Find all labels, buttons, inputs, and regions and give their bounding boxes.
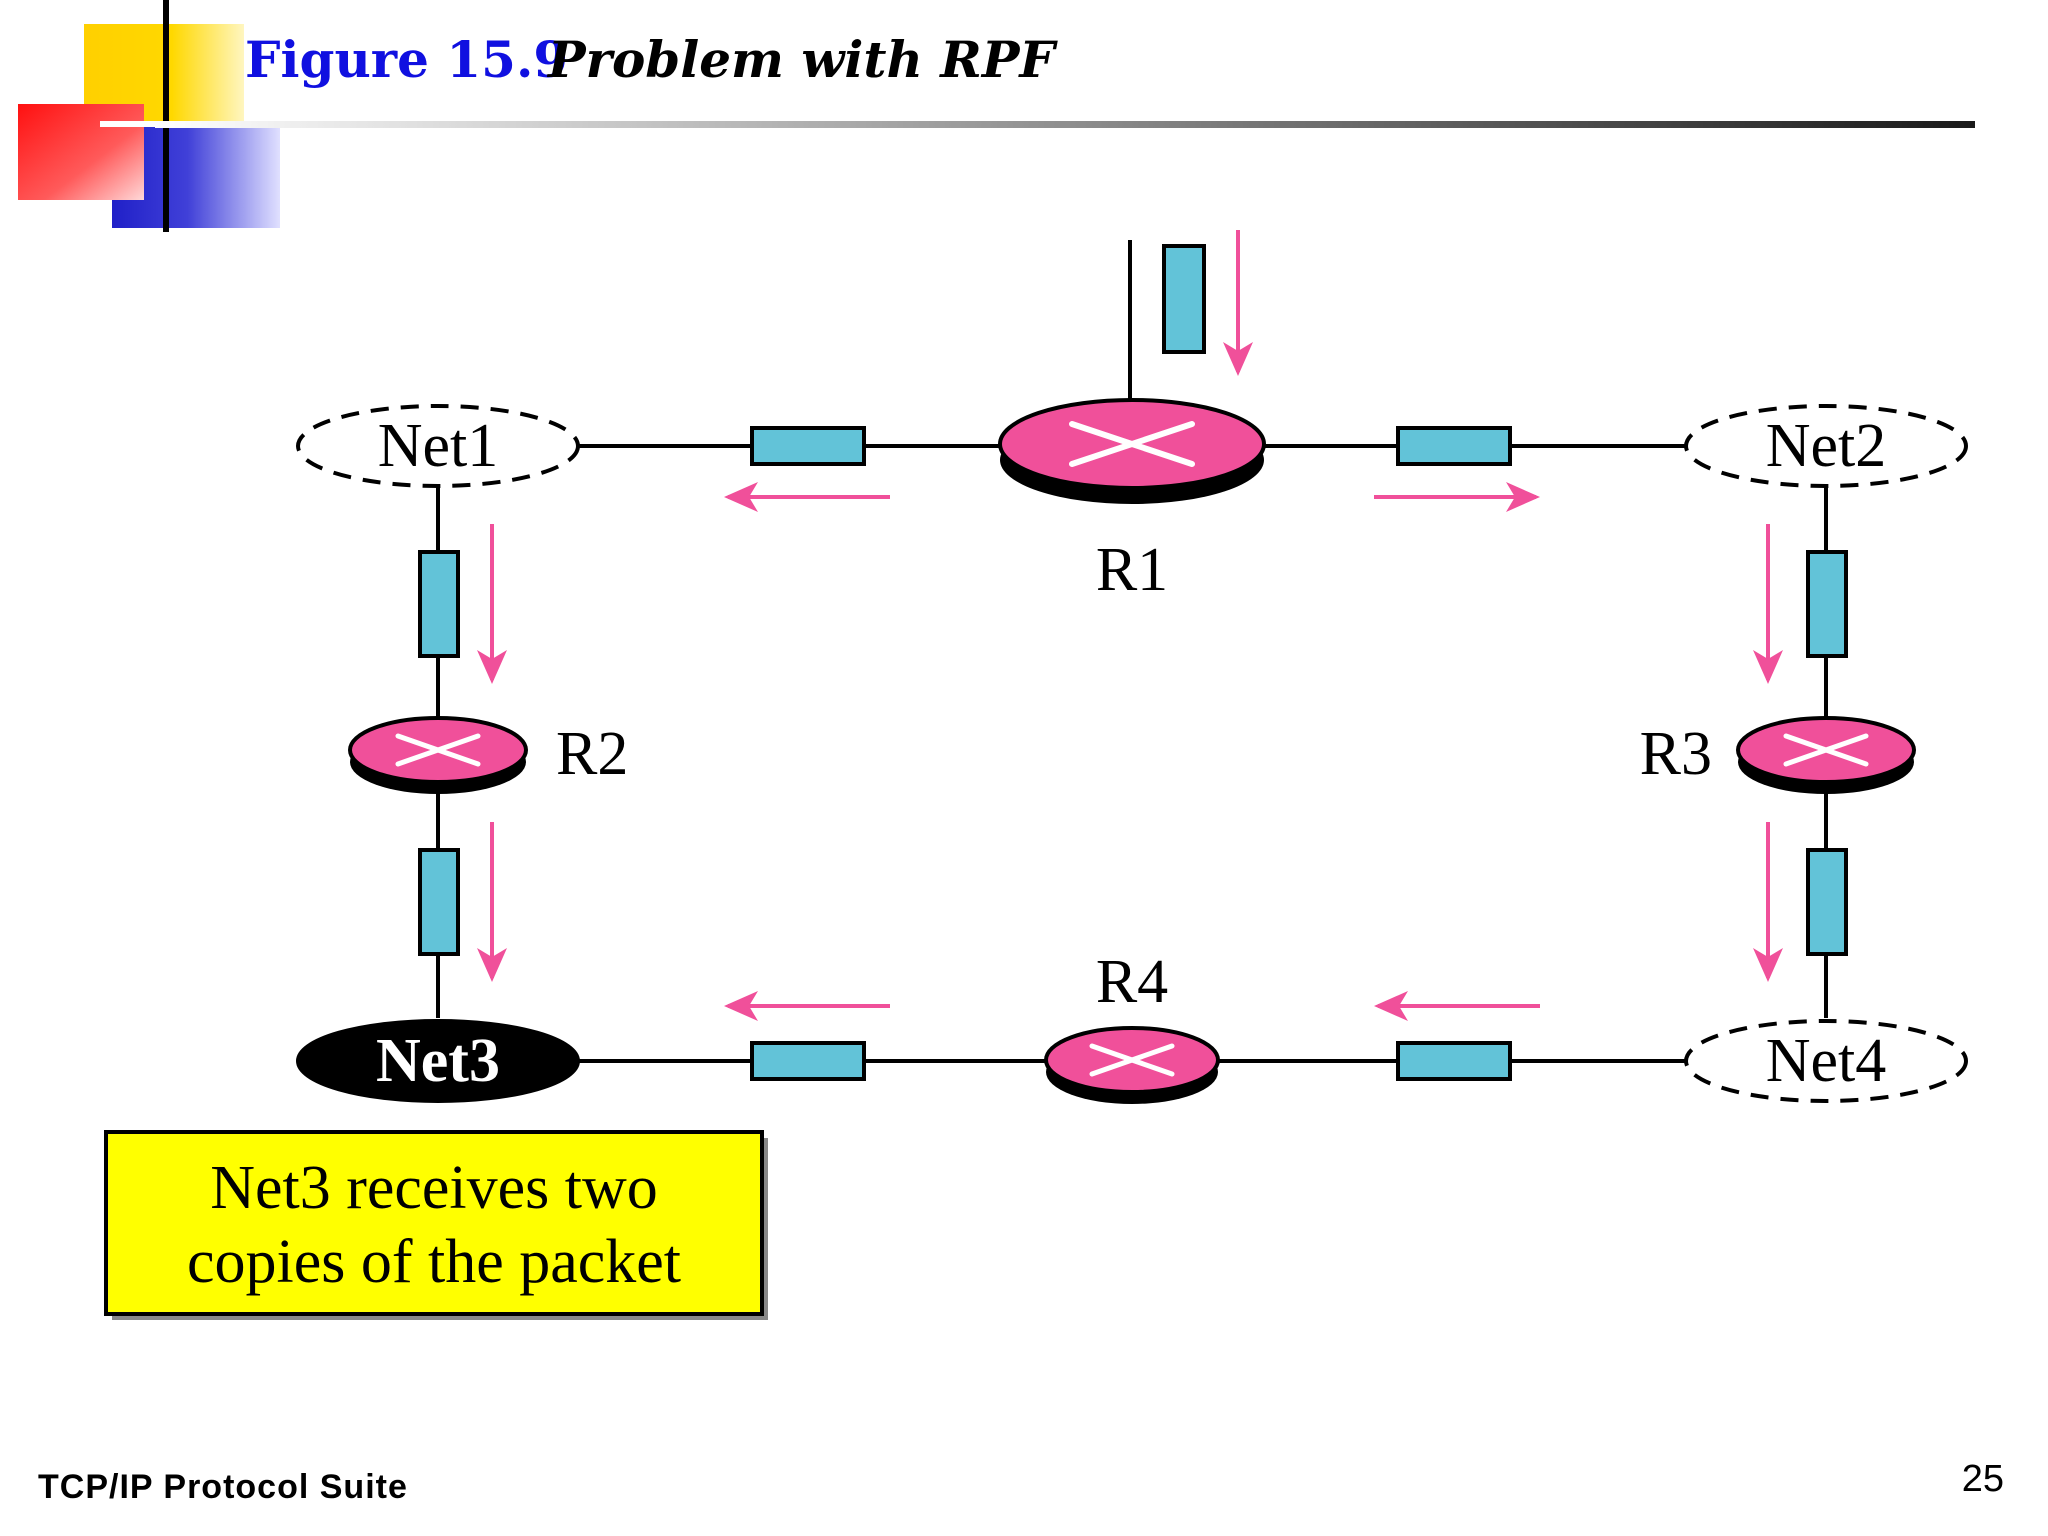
packet-r2-net3 [418, 848, 460, 956]
network-net4: Net4 [1684, 1019, 1968, 1103]
r4-cross-icon [1089, 1043, 1175, 1077]
packet-net2-r3 [1806, 550, 1848, 658]
page-number: 25 [1961, 1458, 2004, 1500]
r1-cross-icon [1069, 421, 1195, 467]
r3-cross-icon [1783, 733, 1869, 767]
router-r3 [1736, 716, 1916, 794]
corner-decoration [18, 0, 280, 232]
figure-title: Problem with RPF [548, 30, 1055, 89]
packet-r1-net2 [1396, 426, 1512, 466]
net4-label: Net4 [1766, 1027, 1887, 1095]
r1-label: R1 [1096, 536, 1168, 604]
footer-course: TCP/IP Protocol Suite [38, 1468, 408, 1506]
network-net3: Net3 [296, 1019, 580, 1103]
figure-number: Figure 15.9 [245, 30, 569, 89]
r2-cross-icon [395, 733, 481, 767]
packet-net3-r4 [750, 1041, 866, 1081]
note-line-1: Net3 receives two [210, 1154, 658, 1222]
packets [418, 244, 1848, 1081]
packet-net1-r1 [750, 426, 866, 466]
net1-label: Net1 [378, 412, 499, 480]
note-box: Net3 receives two copies of the packet [104, 1130, 768, 1320]
router-r1 [998, 398, 1266, 504]
links [436, 240, 1828, 1063]
packet-r3-net4 [1806, 848, 1848, 956]
rpf-diagram: Net1 Net2 Net3 Net4 R1 [104, 230, 1968, 1320]
packet-net1-r2 [418, 550, 460, 658]
router-r2 [348, 716, 528, 794]
arrows [477, 230, 1783, 1021]
network-net2: Net2 [1684, 404, 1968, 488]
net3-label: Net3 [376, 1027, 500, 1095]
title-rule [155, 121, 1975, 128]
network-net1: Net1 [296, 404, 580, 488]
note-line-2: copies of the packet [187, 1228, 681, 1296]
r4-label: R4 [1096, 948, 1168, 1016]
packet-r4-net4 [1396, 1041, 1512, 1081]
packet-source [1162, 244, 1206, 354]
router-r4 [1044, 1026, 1220, 1104]
red-square [18, 104, 144, 200]
r2-label: R2 [556, 720, 628, 788]
net2-label: Net2 [1766, 412, 1887, 480]
r3-label: R3 [1640, 720, 1712, 788]
